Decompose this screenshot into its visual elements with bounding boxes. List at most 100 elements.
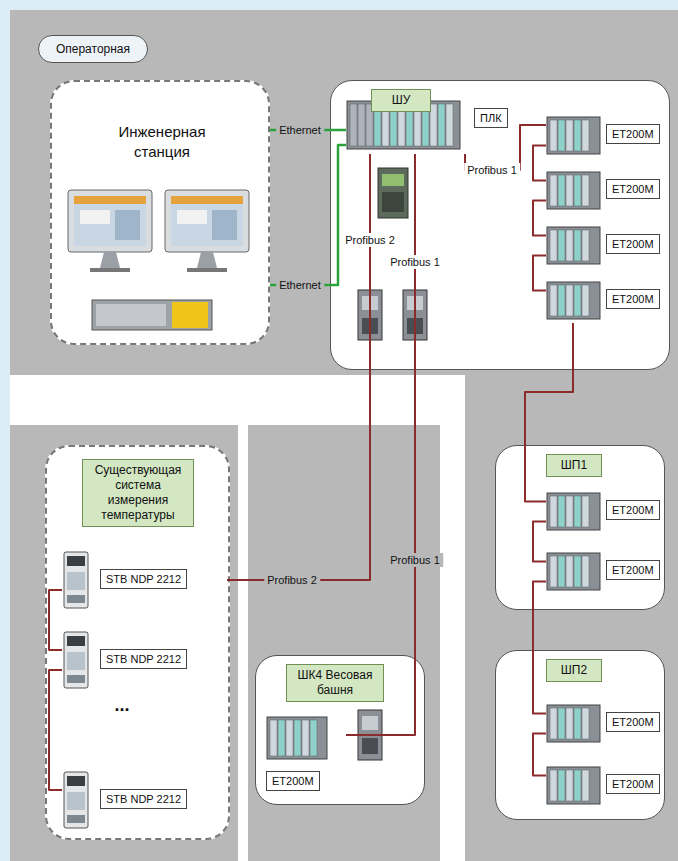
device-picture-part xyxy=(294,720,301,756)
device-picture-part xyxy=(67,776,85,786)
monitor-part xyxy=(165,190,249,252)
profibus-repeater-part xyxy=(362,296,378,310)
device-picture-part xyxy=(547,553,600,590)
device-picture-part xyxy=(574,285,581,316)
monitor-part xyxy=(74,196,146,204)
device-picture-part xyxy=(574,770,581,801)
device-picture-part xyxy=(67,572,85,590)
profibus-repeater-part xyxy=(403,290,427,340)
profibus-cable xyxy=(227,154,370,580)
device-picture-part xyxy=(547,493,600,530)
device-picture-part xyxy=(574,496,581,527)
device-picture-part xyxy=(582,120,589,151)
station-title: Инженерная станция xyxy=(102,122,222,161)
monitor-part xyxy=(100,252,120,268)
device-label: ET200M xyxy=(606,500,660,520)
operator-room-area xyxy=(10,10,678,375)
device-picture-part xyxy=(547,282,600,319)
bus-label: Profibus 1 xyxy=(387,255,443,269)
device-picture-part xyxy=(566,556,573,587)
profibus-repeater xyxy=(358,290,382,340)
device-picture-part xyxy=(547,117,600,154)
device-label: ПЛК xyxy=(474,108,508,128)
temperature-area xyxy=(10,425,238,861)
profibus-repeater-part xyxy=(358,290,382,340)
device-picture-part xyxy=(550,285,557,316)
device-picture-part xyxy=(566,496,573,527)
network-switch-part xyxy=(382,174,404,186)
device-picture-part xyxy=(267,717,327,759)
device-picture-part xyxy=(558,230,565,261)
et-node: ET200M xyxy=(546,223,664,268)
device-picture-part xyxy=(566,175,573,206)
device-picture-part xyxy=(446,104,453,146)
monitor-part xyxy=(80,210,110,224)
monitor-part xyxy=(171,196,243,246)
device-picture-part xyxy=(430,104,437,146)
device-picture-part xyxy=(270,720,277,756)
monitor-part xyxy=(212,210,237,240)
device-label: ET200M xyxy=(606,774,660,794)
device-picture-part xyxy=(406,104,413,146)
device-picture-part xyxy=(550,120,557,151)
device-picture-part xyxy=(566,120,573,151)
device-picture xyxy=(546,278,601,323)
ethernet-cable xyxy=(270,145,346,285)
monitor-part xyxy=(177,210,207,224)
device-picture-part xyxy=(582,496,589,527)
server-part xyxy=(92,300,212,330)
device-picture-part xyxy=(422,104,429,146)
cabinet-heading: ШП2 xyxy=(546,659,602,682)
cabinet-heading: ШУ xyxy=(371,89,431,112)
profibus-repeater-part xyxy=(362,716,378,730)
device-picture xyxy=(546,549,601,594)
et-node: ET200M xyxy=(546,113,664,158)
profibus-repeater-part xyxy=(362,738,378,754)
device-picture-part xyxy=(582,708,589,739)
profibus-cable xyxy=(533,734,546,776)
et-node: ET200M xyxy=(546,763,664,808)
device-picture-part xyxy=(558,770,565,801)
stb-node: STB NDP 2212 xyxy=(62,550,227,610)
bus-label: Ethernet xyxy=(276,123,324,137)
device-picture-part xyxy=(582,770,589,801)
device-picture-part xyxy=(550,708,557,739)
device-picture-part xyxy=(278,720,285,756)
device-picture-part xyxy=(550,230,557,261)
device-picture-part xyxy=(582,556,589,587)
device-label: ET200M xyxy=(266,771,320,791)
device-picture xyxy=(546,489,601,534)
profibus-cable xyxy=(533,522,546,562)
device-picture-part xyxy=(574,120,581,151)
profibus-cable xyxy=(533,582,546,714)
device-picture-part xyxy=(566,230,573,261)
region-node: Инженерная станция xyxy=(50,80,270,345)
device-label: ET200M xyxy=(606,289,660,309)
bus-label: Profibus 1 xyxy=(387,553,443,567)
device-picture-part xyxy=(550,175,557,206)
device-picture-part xyxy=(547,172,600,209)
device-picture-part xyxy=(350,104,357,146)
device-picture-part xyxy=(558,556,565,587)
device-picture-part xyxy=(550,770,557,801)
monitor-part xyxy=(197,252,217,268)
device-picture-part xyxy=(366,104,373,146)
device-picture xyxy=(546,701,601,746)
network-switch-part xyxy=(382,192,404,212)
device-picture-part xyxy=(582,230,589,261)
monitor-part xyxy=(74,196,146,246)
device-picture-part xyxy=(358,104,365,146)
device-picture xyxy=(546,223,601,268)
device-picture-part xyxy=(558,285,565,316)
stb-node: STB NDP 2212 xyxy=(62,630,227,690)
device-label: ET200M xyxy=(606,712,660,732)
profibus-cable xyxy=(533,201,546,236)
ellipsis: ... xyxy=(111,698,132,712)
device-picture-part xyxy=(398,104,405,146)
device-picture-part xyxy=(574,175,581,206)
device-picture-part xyxy=(566,708,573,739)
device-picture-part xyxy=(286,720,293,756)
device-picture-part xyxy=(67,595,85,603)
